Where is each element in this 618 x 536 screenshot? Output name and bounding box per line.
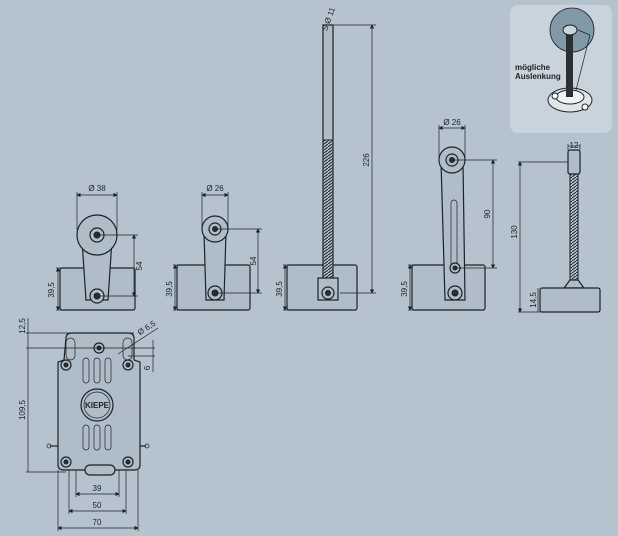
plan-width-70: 70 [93,518,102,527]
spring-rod-view: 12 130 14,5 [510,141,601,313]
rod-diameter: S Ø 11 [320,6,337,32]
roller-38-height: 54 [135,261,144,270]
plan-width-50: 50 [93,501,102,510]
plan-hole-diameter: Ø 6,5 [136,319,158,338]
plan-view: KIEPE 12,5 109,5 Ø 6,5 6 39 50 70 [18,318,159,531]
spring-rod-base: 14,5 [529,292,538,308]
plan-top-offset: 12,5 [18,318,27,334]
roller-38-view: Ø 38 54 39,5 [47,184,144,311]
roller-26-height: 54 [249,256,258,265]
inset-label-line1: mögliche [515,63,551,72]
adjustable-roller-view: Ø 26 90 39,5 [400,118,497,311]
deflection-inset: mögliche Auslenkung [510,5,612,133]
roller-26-base: 39,5 [165,281,174,297]
adjustable-roller-base: 39,5 [400,281,409,297]
rod-base: 39,5 [275,281,284,297]
roller-26-view: Ø 26 54 39,5 [165,184,262,311]
plan-length: 109,5 [18,399,27,420]
plan-hole-spacing: 6 [143,365,152,370]
roller-26-diameter: Ø 26 [206,184,224,193]
inset-label-line2: Auslenkung [515,72,561,81]
plan-width-39: 39 [93,484,102,493]
spring-rod-width: 12 [570,141,579,150]
spring-rod-height: 130 [510,225,519,239]
rod-view: S Ø 11 226 39,5 [275,6,376,311]
roller-38-diameter: Ø 38 [88,184,106,193]
rod-length: 226 [362,153,371,167]
adjustable-roller-diameter: Ø 26 [443,118,461,127]
adjustable-roller-height: 90 [483,209,492,218]
roller-38-base: 39,5 [47,282,56,298]
kiepe-logo: KIEPE [85,401,110,410]
